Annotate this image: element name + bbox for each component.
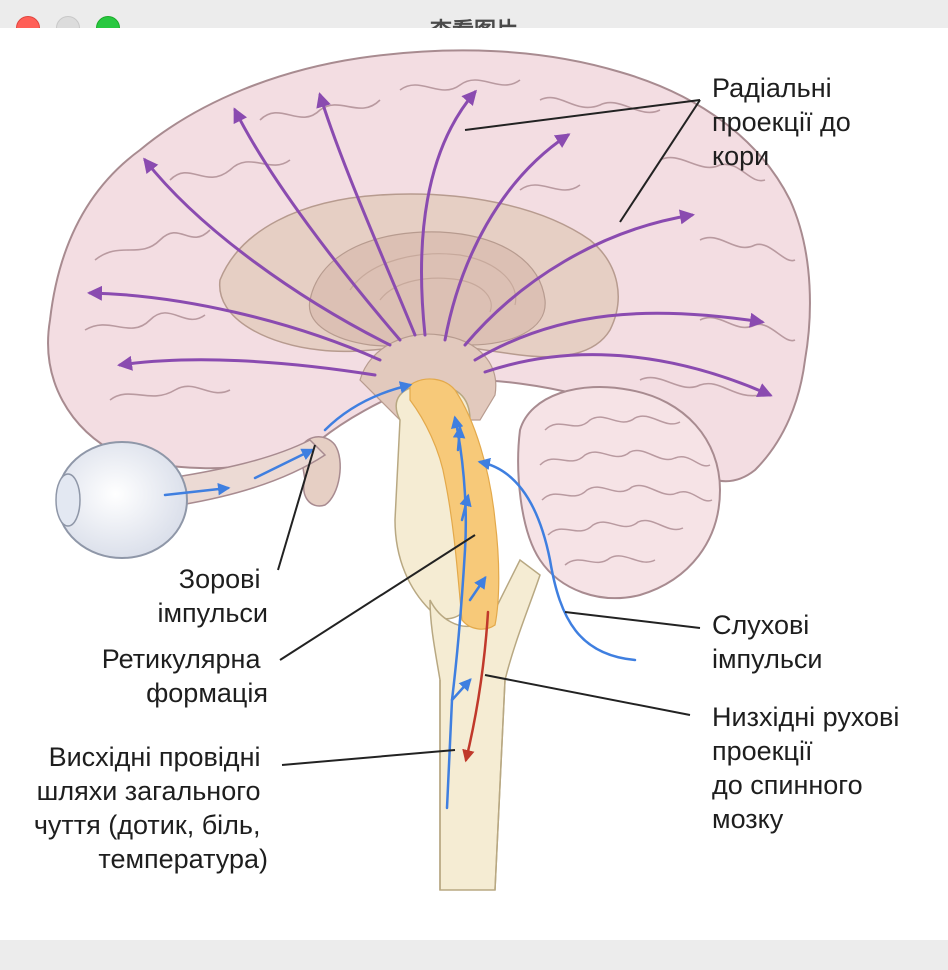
radial-arrow-1 [117,355,377,377]
auditory-arrow [477,457,637,662]
thalamus [308,231,546,347]
radial-arrow-7 [443,133,571,342]
spinal-cord [439,679,506,891]
ascending-sensory-arrows [445,415,487,810]
radial-arrow-5 [316,92,417,337]
radial-arrow-4 [233,107,402,342]
bottom-bar [0,940,948,970]
leader-auditory [564,611,701,629]
label-auditory-impulses: Слухові імпульси [712,610,823,674]
label-ascending-pathways: Висхідні провідні шляхи загального чуття… [34,742,268,874]
visual-pathway-arrows [163,381,413,497]
ascending-arrow-stem [450,415,468,702]
leader-radial-1 [464,99,701,131]
label-radial-projections: Радіальні проекції до кори [712,73,858,171]
label-visual-impulses: Зорові імпульси [158,564,269,628]
radial-arrow-3 [143,157,392,347]
leader-motor [484,674,691,716]
optic-nerve [168,439,327,506]
radial-arrow-2 [87,285,382,362]
label-descending-motor: Низхідні рухові проекції до спинного моз… [712,702,907,834]
cortex-gyri [84,79,796,401]
descending-motor-arrow [462,610,490,763]
leader-reticular [279,534,476,661]
radial-arrow-9 [473,311,765,362]
radial-arrow-10 [483,353,773,397]
cornea [55,473,81,527]
reticular-formation [409,378,500,630]
visual-arrow-tract [323,381,413,432]
radial-arrow-8 [463,209,695,347]
visual-arrow-eye [163,482,231,497]
image-canvas: Радіальні проекції до кори Зорові імпуль… [0,28,948,940]
leader-lines [277,99,701,766]
radial-arrow-6 [420,89,477,337]
leader-ascending [281,749,456,766]
visual-arrow-nerve [253,448,315,480]
leader-radial-2 [619,99,701,223]
brain-diagram: Радіальні проекції до кори Зорові імпуль… [34,49,907,891]
label-reticular-formation: Ретикулярна формація [102,644,268,708]
cerebellum [517,386,722,600]
cerebellum-folia [539,415,713,566]
leader-visual [277,444,316,571]
radial-projection-arrows [87,89,773,397]
